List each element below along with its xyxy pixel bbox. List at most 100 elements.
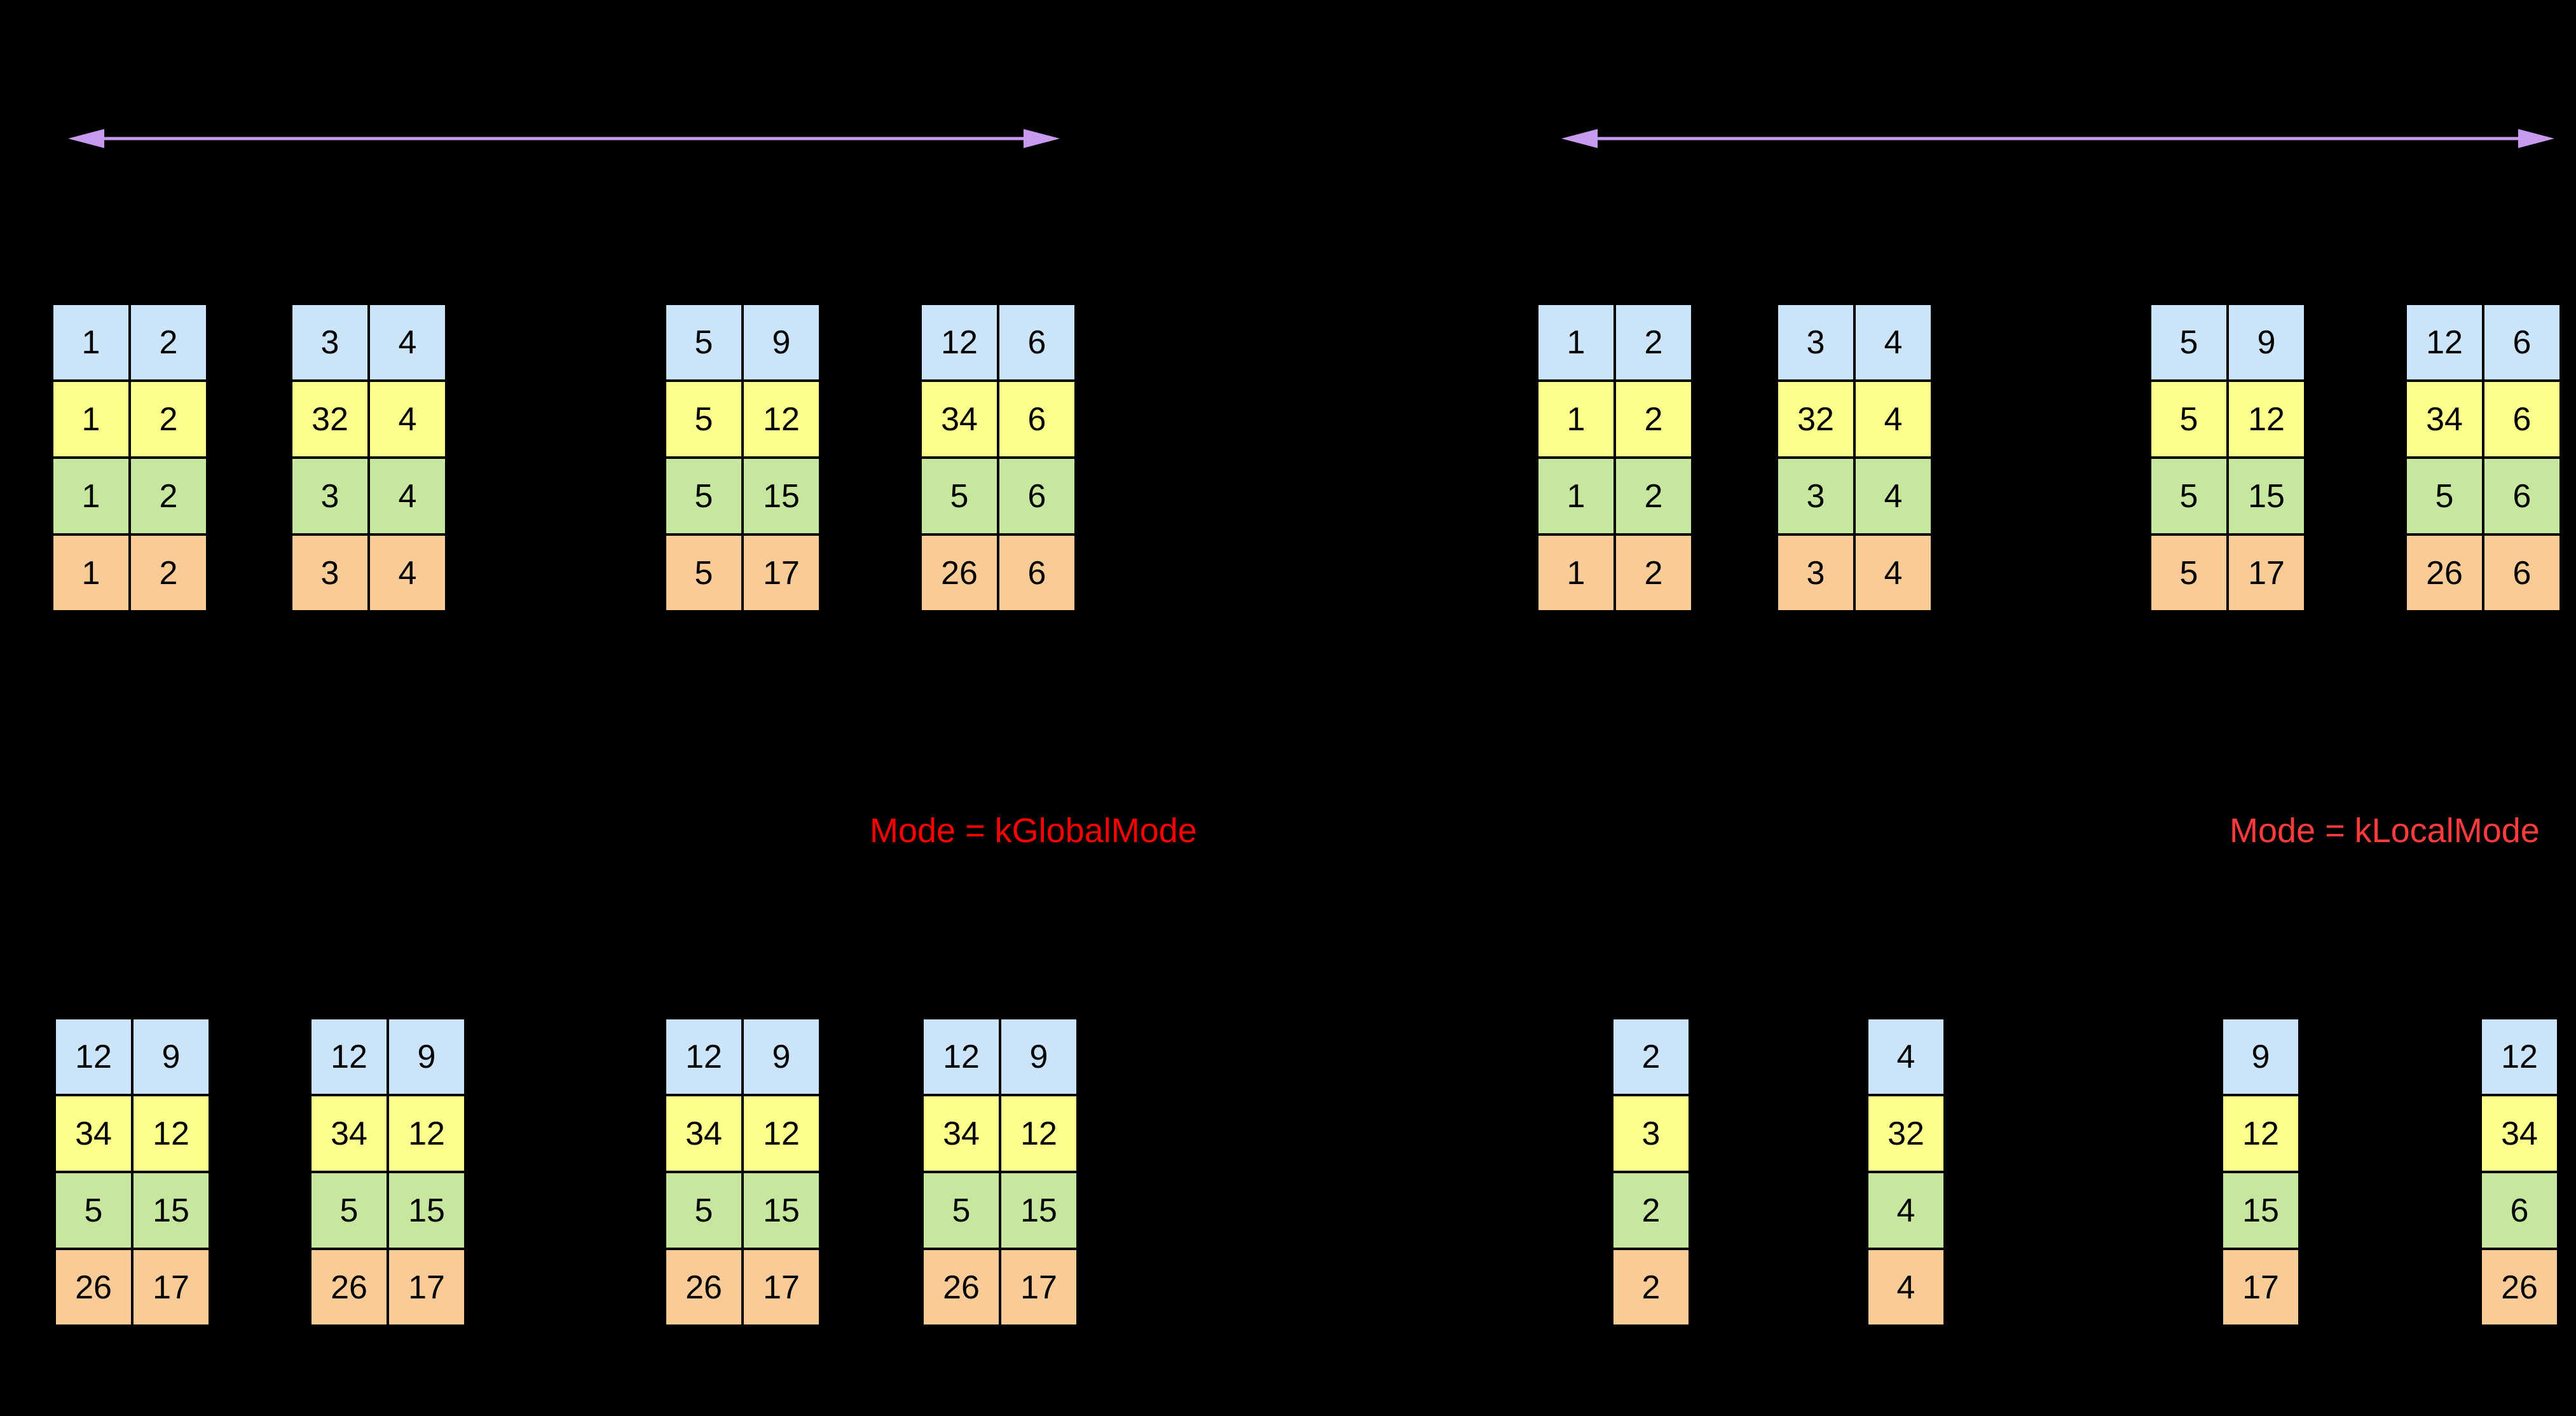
table-cell: 9	[389, 1019, 464, 1094]
table-cell: 15	[1001, 1173, 1076, 1248]
table-cell: 3	[292, 305, 367, 379]
table-cell: 4	[370, 382, 445, 456]
table-cell: 5	[2407, 459, 2482, 533]
table-cell: 5	[312, 1173, 387, 1248]
table-cell: 9	[2223, 1019, 2298, 1094]
table-cell: 32	[1868, 1096, 1943, 1171]
table-cell: 2	[1616, 536, 1691, 610]
table-cell: 1	[53, 459, 128, 533]
table-cell: 34	[666, 1096, 741, 1171]
table-cell: 9	[744, 305, 819, 379]
table-cell: 9	[744, 1019, 819, 1094]
table-cell: 5	[2151, 305, 2226, 379]
global-mode-label: Mode = kGlobalMode	[870, 812, 1197, 850]
table-cell: 4	[370, 305, 445, 379]
table-cell: 4	[1856, 305, 1931, 379]
table-cell: 17	[1001, 1250, 1076, 1324]
table-cell: 17	[134, 1250, 209, 1324]
table-cell: 12	[56, 1019, 131, 1094]
table-cell: 15	[389, 1173, 464, 1248]
table-cell: 3	[1778, 536, 1853, 610]
table-cell: 15	[744, 1173, 819, 1248]
table-cell: 32	[1778, 382, 1853, 456]
table-cell: 1	[1538, 382, 1613, 456]
table-cell: 12	[2223, 1096, 2298, 1171]
table-cell: 5	[666, 305, 741, 379]
table-cell: 1	[53, 382, 128, 456]
table-cell: 3	[292, 459, 367, 533]
table-cell: 4	[1868, 1019, 1943, 1094]
table-cell: 17	[744, 1250, 819, 1324]
table-cell: 4	[370, 536, 445, 610]
table-cell: 3	[1778, 459, 1853, 533]
local-mode-label: Mode = kLocalMode	[2230, 812, 2540, 850]
table-cell: 15	[2229, 459, 2304, 533]
table-cell: 4	[1868, 1250, 1943, 1324]
table-cell: 12	[922, 305, 997, 379]
table-cell: 6	[999, 459, 1074, 533]
table-cell: 1	[53, 536, 128, 610]
table-cell: 2	[131, 459, 206, 533]
table-cell: 26	[56, 1250, 131, 1324]
table-cell: 3	[292, 536, 367, 610]
table-cell: 26	[922, 536, 997, 610]
table-cell: 5	[666, 382, 741, 456]
table-cell: 26	[924, 1250, 999, 1324]
table-cell: 32	[292, 382, 367, 456]
table-cell: 12	[744, 1096, 819, 1171]
table-cell: 4	[1856, 536, 1931, 610]
table-cell: 34	[2482, 1096, 2557, 1171]
table-cell: 4	[370, 459, 445, 533]
table-cell: 12	[2229, 382, 2304, 456]
table-cell: 12	[666, 1019, 741, 1094]
table-cell: 2	[1616, 305, 1691, 379]
table-cell: 5	[666, 536, 741, 610]
table-cell: 6	[2484, 459, 2559, 533]
table-cell: 26	[2482, 1250, 2557, 1324]
table-cell: 17	[2229, 536, 2304, 610]
table-cell: 5	[56, 1173, 131, 1248]
table-cell: 2	[1616, 459, 1691, 533]
table-cell: 6	[2484, 305, 2559, 379]
table-cell: 17	[2223, 1250, 2298, 1324]
arrow-right-head-icon	[2518, 129, 2554, 148]
table-cell: 5	[2151, 382, 2226, 456]
table-cell: 5	[922, 459, 997, 533]
table-cell: 12	[2482, 1019, 2557, 1094]
table-cell: 34	[924, 1096, 999, 1171]
table-cell: 4	[1868, 1173, 1943, 1248]
table-cell: 15	[134, 1173, 209, 1248]
table-cell: 6	[999, 382, 1074, 456]
table-cell: 2	[131, 536, 206, 610]
table-cell: 9	[1001, 1019, 1076, 1094]
table-cell: 12	[312, 1019, 387, 1094]
table-cell: 34	[312, 1096, 387, 1171]
table-cell: 2	[1613, 1250, 1689, 1324]
table-cell: 6	[2482, 1173, 2557, 1248]
table-cell: 3	[1613, 1096, 1689, 1171]
table-cell: 26	[666, 1250, 741, 1324]
table-cell: 2	[1613, 1019, 1689, 1094]
table-cell: 1	[53, 305, 128, 379]
table-cell: 9	[134, 1019, 209, 1094]
table-cell: 9	[2229, 305, 2304, 379]
table-cell: 5	[924, 1173, 999, 1248]
table-cell: 5	[2151, 459, 2226, 533]
table-cell: 34	[922, 382, 997, 456]
table-cell: 6	[2484, 382, 2559, 456]
table-cell: 2	[1616, 382, 1691, 456]
table-cell: 12	[134, 1096, 209, 1171]
